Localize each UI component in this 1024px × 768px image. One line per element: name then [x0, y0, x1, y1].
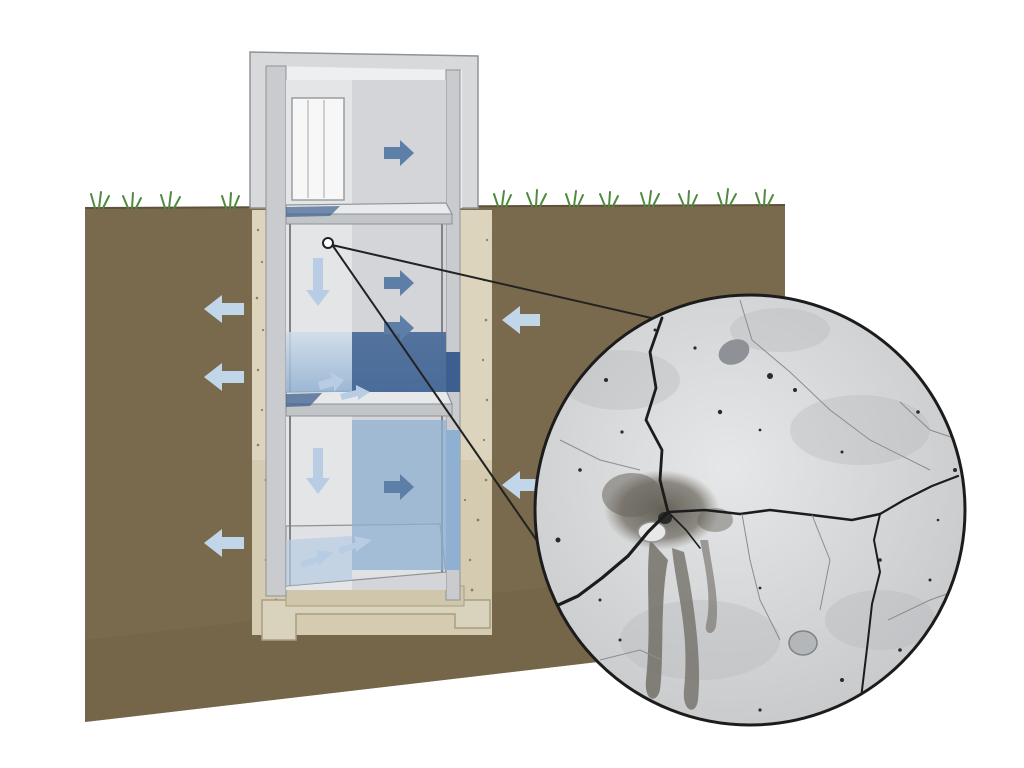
crack-detail-magnifier-icon: [533, 293, 967, 727]
detail-callout: [322, 237, 661, 549]
water-infiltration: [286, 332, 460, 586]
soil-pressure-arrows: [204, 295, 540, 557]
interior-flow-arrows: [384, 140, 414, 500]
callout-origin: [322, 237, 334, 249]
pressure-arrow-icon: [338, 536, 372, 554]
left-wall: [265, 65, 287, 597]
interior-flow-arrows-light: [300, 258, 372, 568]
pressure-arrow-icon: [204, 295, 244, 323]
concrete-pores: [555, 313, 957, 712]
pressure-arrow-icon: [318, 372, 344, 392]
pressure-arrow-icon: [384, 315, 414, 341]
pressure-arrow-icon: [300, 550, 334, 568]
concrete-spalls: [637, 339, 818, 656]
pressure-arrow-icon: [306, 258, 330, 306]
water-band-basement: [352, 420, 446, 570]
pressure-arrow-icon: [384, 270, 414, 296]
crack-lines: [554, 316, 960, 723]
pressure-arrow-icon: [384, 140, 414, 166]
water-stain: [602, 470, 733, 710]
basement-window: [291, 97, 345, 201]
pressure-arrow-icon: [502, 306, 540, 334]
pressure-arrow-icon: [502, 471, 540, 499]
pressure-arrow-icon: [204, 529, 244, 557]
pressure-arrow-icon: [204, 363, 244, 391]
pressure-arrow-icon: [340, 385, 370, 400]
grass-tufts: [90, 188, 774, 209]
pressure-arrow-icon: [306, 448, 330, 494]
pressure-arrow-icon: [384, 474, 414, 500]
